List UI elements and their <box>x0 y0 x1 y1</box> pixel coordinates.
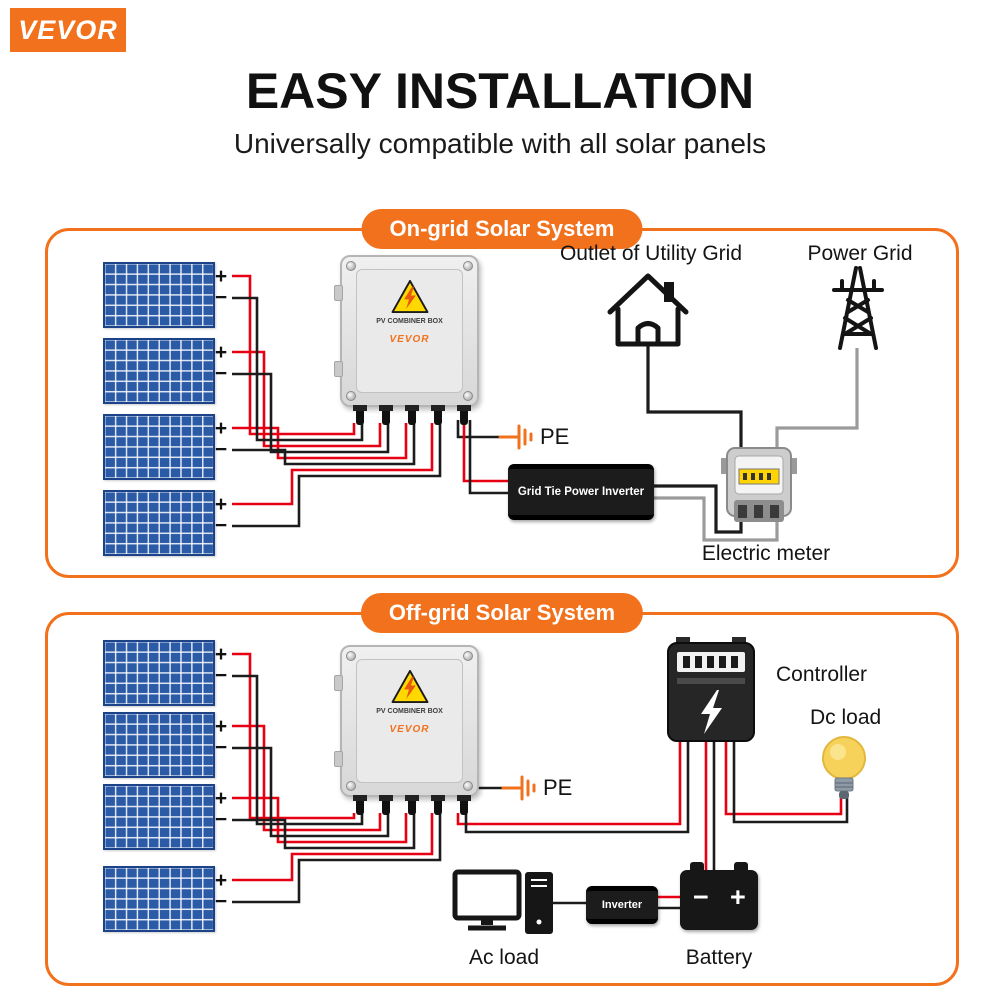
cable-gland-icon <box>431 405 445 425</box>
screw-icon <box>463 651 473 661</box>
combiner-label: PV COMBINER BOX <box>376 318 443 325</box>
panel-plus-terminal: + <box>214 493 228 516</box>
panel-plus-terminal: + <box>214 715 228 738</box>
combiner-label: PV COMBINER BOX <box>376 708 443 715</box>
high-voltage-warning-icon <box>391 279 428 314</box>
combiner-door: PV COMBINER BOX VEVOR <box>356 659 463 783</box>
battery: − + <box>680 862 758 930</box>
pe-label: PE <box>540 424 570 449</box>
electric-meter-label: Electric meter <box>701 542 831 565</box>
cable-gland-icon <box>379 405 393 425</box>
page-subtitle: Universally compatible with all solar pa… <box>233 128 767 159</box>
panel-minus-terminal: − <box>214 438 228 461</box>
panel-plus-terminal: + <box>214 417 228 440</box>
battery-terminal-icon <box>690 862 704 870</box>
cable-gland-icon <box>457 795 471 815</box>
screw-icon <box>346 781 356 791</box>
solar-panel <box>103 712 215 778</box>
panel-plus-terminal: + <box>214 341 228 364</box>
panel-minus-terminal: − <box>214 514 228 537</box>
hinge-icon <box>334 285 343 301</box>
battery-label: Battery <box>685 946 753 969</box>
screw-icon <box>463 781 473 791</box>
pe-label: PE <box>543 775 573 800</box>
ongrid-badge: On-grid Solar System <box>361 209 643 249</box>
solar-panel <box>103 866 215 932</box>
panel-plus-terminal: + <box>214 869 228 892</box>
ac-load-label: Ac load <box>468 946 540 969</box>
panel-minus-terminal: − <box>214 286 228 309</box>
panel-plus-terminal: + <box>214 265 228 288</box>
panel-minus-terminal: − <box>214 808 228 831</box>
panel-plus-terminal: + <box>214 643 228 666</box>
cable-gland-icon <box>457 405 471 425</box>
ongrid-section: On-grid Solar System <box>45 209 959 578</box>
solar-panel <box>103 640 215 706</box>
pv-combiner-box: PV COMBINER BOX VEVOR <box>334 645 479 815</box>
panel-minus-terminal: − <box>214 664 228 687</box>
battery-minus: − <box>693 882 709 912</box>
panel-minus-terminal: − <box>214 362 228 385</box>
inverter-label: Inverter <box>601 899 643 911</box>
offgrid-section: Off-grid Solar System <box>45 593 959 986</box>
cable-gland-icon <box>405 405 419 425</box>
hinge-icon <box>334 675 343 691</box>
grid-tie-inverter-label: Grid Tie Power Inverter <box>517 486 645 498</box>
panel-minus-terminal: − <box>214 736 228 759</box>
cable-gland-icon <box>431 795 445 815</box>
outlet-label: Outlet of Utility Grid <box>559 242 743 265</box>
grid-tie-inverter: Grid Tie Power Inverter <box>508 464 654 520</box>
solar-panel <box>103 262 215 328</box>
cable-gland-icon <box>405 795 419 815</box>
cable-gland-icon <box>379 795 393 815</box>
offgrid-badge: Off-grid Solar System <box>360 593 644 633</box>
combiner-brand-logo: VEVOR <box>389 334 430 345</box>
solar-panel <box>103 414 215 480</box>
combiner-door: PV COMBINER BOX VEVOR <box>356 269 463 393</box>
page-title: EASY INSTALLATION <box>245 63 755 119</box>
screw-icon <box>346 391 356 401</box>
combiner-brand-logo: VEVOR <box>389 724 430 735</box>
cable-gland-icon <box>353 795 367 815</box>
inverter: Inverter <box>586 886 658 924</box>
screw-icon <box>463 261 473 271</box>
brand-logo: VEVOR <box>10 8 126 52</box>
screw-icon <box>346 651 356 661</box>
screw-icon <box>346 261 356 271</box>
solar-panel <box>103 490 215 556</box>
pv-combiner-box: PV COMBINER BOX VEVOR <box>334 255 479 425</box>
panel-plus-terminal: + <box>214 787 228 810</box>
power-grid-label: Power Grid <box>807 242 913 265</box>
solar-panel <box>103 784 215 850</box>
solar-panel <box>103 338 215 404</box>
panel-minus-terminal: − <box>214 890 228 913</box>
high-voltage-warning-icon <box>391 669 428 704</box>
cable-gland-icon <box>353 405 367 425</box>
battery-plus: + <box>730 882 746 912</box>
hinge-icon <box>334 361 343 377</box>
dc-load-label: Dc load <box>810 706 882 729</box>
hinge-icon <box>334 751 343 767</box>
screw-icon <box>463 391 473 401</box>
battery-terminal-icon <box>734 862 748 870</box>
controller-label: Controller <box>776 663 868 686</box>
